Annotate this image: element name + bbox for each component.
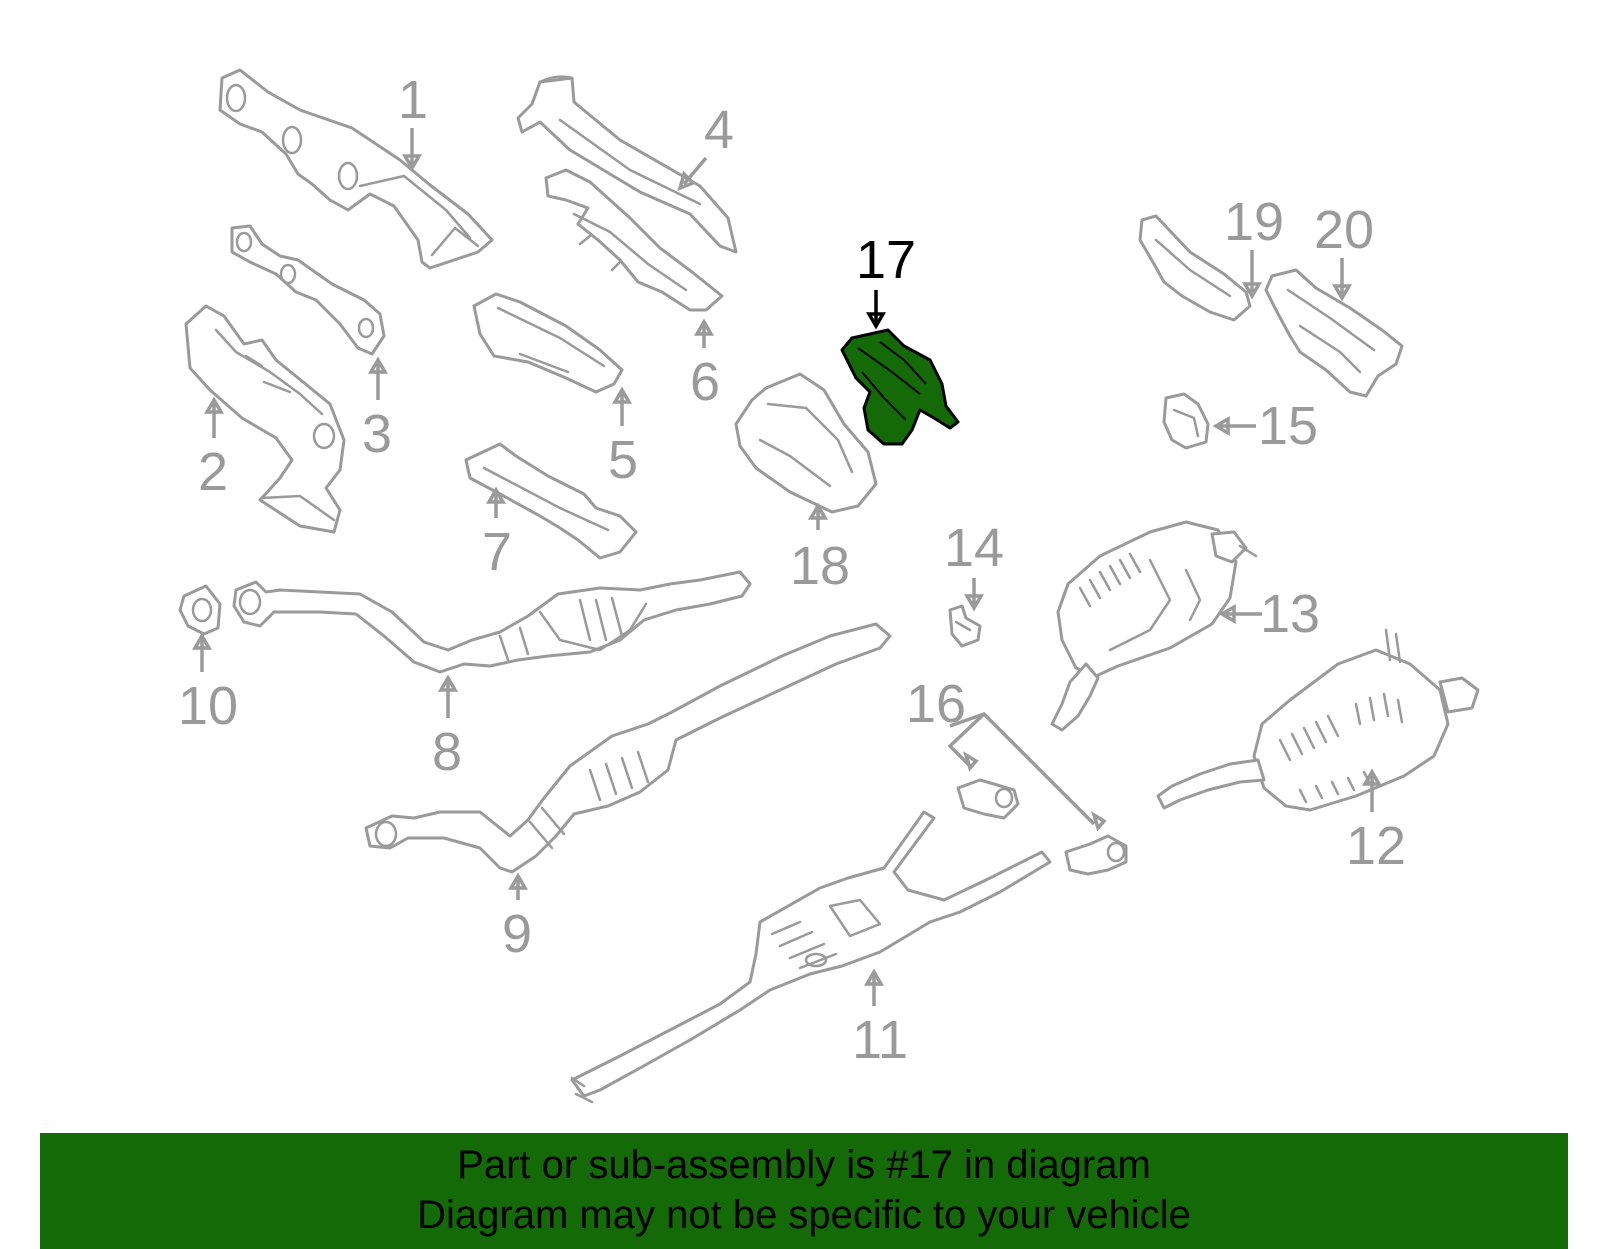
part-13-rear-muffler[interactable]	[1050, 520, 1258, 732]
part-12-rear-muffler[interactable]	[1156, 628, 1480, 812]
part-18-heat-shield[interactable]	[734, 372, 878, 514]
part-7-bracket[interactable]	[464, 442, 638, 560]
info-banner: Part or sub-assembly is #17 in diagram D…	[40, 1133, 1568, 1249]
part-4-heat-shield[interactable]	[516, 75, 738, 254]
part-5-heat-shield[interactable]	[472, 292, 624, 394]
part-19-heat-shield[interactable]	[1138, 214, 1252, 322]
part-2-exhaust-manifold[interactable]	[184, 304, 346, 534]
callout-1[interactable]: 1	[398, 70, 428, 130]
callout-6[interactable]: 6	[690, 352, 720, 412]
part-9-front-pipe[interactable]	[364, 622, 892, 874]
part-8-front-pipe[interactable]	[232, 570, 752, 674]
callout-20[interactable]: 20	[1314, 200, 1374, 260]
callout-numbers: 1 2 3 4 5 6 7 8 9 10 11 12 13 14 15 16 1…	[178, 70, 1406, 1070]
part-17-heat-shield-highlighted[interactable]	[840, 328, 960, 446]
callout-13[interactable]: 13	[1260, 584, 1320, 644]
part-16-clamp-lower[interactable]	[1064, 834, 1128, 876]
callout-17[interactable]: 17	[856, 230, 916, 290]
callout-15[interactable]: 15	[1258, 396, 1318, 456]
banner-line-2: Diagram may not be specific to your vehi…	[417, 1193, 1191, 1237]
callout-7[interactable]: 7	[482, 522, 512, 582]
callout-12[interactable]: 12	[1346, 816, 1406, 876]
part-11-center-muffler[interactable]	[570, 810, 1052, 1104]
callout-18[interactable]: 18	[790, 536, 850, 596]
part-10-gasket[interactable]	[178, 584, 222, 636]
leader-lines	[191, 128, 1383, 1006]
callout-9[interactable]: 9	[502, 904, 532, 964]
part-15-bracket[interactable]	[1162, 392, 1210, 450]
part-1-exhaust-manifold[interactable]	[218, 68, 494, 270]
part-6-heat-shield[interactable]	[544, 168, 724, 312]
banner-line-1: Part or sub-assembly is #17 in diagram	[457, 1143, 1151, 1187]
callout-2[interactable]: 2	[198, 442, 228, 502]
callout-14[interactable]: 14	[944, 518, 1004, 578]
part-16-clamp-upper[interactable]	[956, 778, 1020, 820]
callout-4[interactable]: 4	[704, 100, 734, 160]
callout-11[interactable]: 11	[852, 1010, 908, 1070]
part-3-gasket[interactable]	[230, 224, 386, 356]
part-20-heat-shield[interactable]	[1264, 268, 1404, 398]
callout-8[interactable]: 8	[432, 722, 462, 782]
callout-5[interactable]: 5	[608, 430, 638, 490]
part-17-shape	[840, 328, 960, 446]
callout-19[interactable]: 19	[1224, 192, 1284, 252]
part-14-clamp[interactable]	[948, 604, 982, 648]
callout-16[interactable]: 16	[906, 674, 966, 734]
callout-10[interactable]: 10	[178, 676, 238, 736]
callout-3[interactable]: 3	[362, 404, 392, 464]
